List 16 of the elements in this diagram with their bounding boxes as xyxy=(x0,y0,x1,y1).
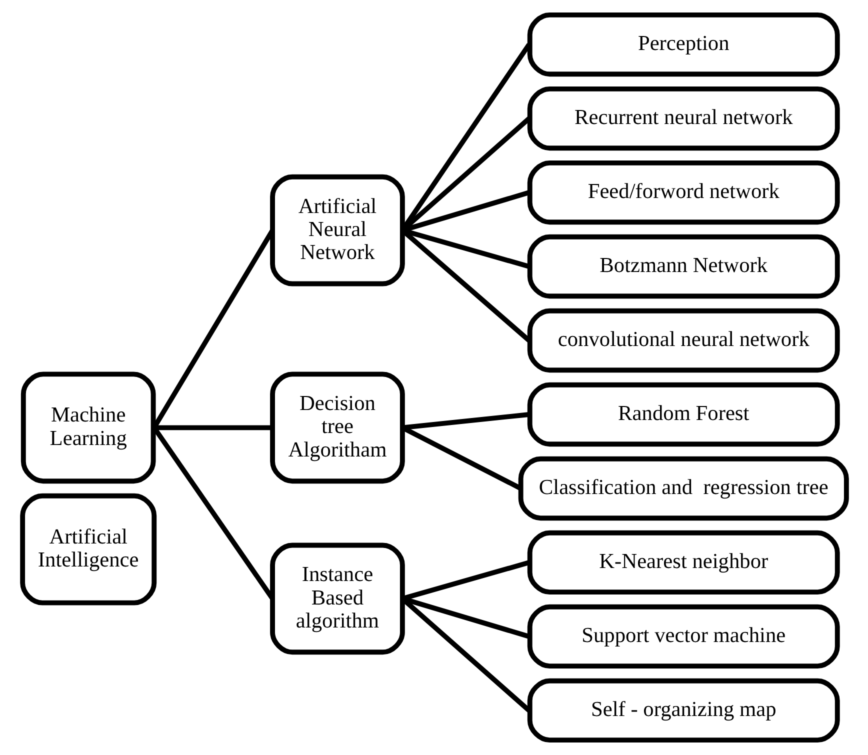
connector xyxy=(402,412,529,430)
node-box: Instance Based algorithm xyxy=(270,542,404,655)
node-box: Classification and regression tree xyxy=(518,456,848,521)
node-box: Self - organizing map xyxy=(526,678,840,743)
node-box: Artificial Intelligence xyxy=(20,493,156,606)
node-box: Machine Learning xyxy=(20,372,156,484)
node-box: Feed/forword network xyxy=(526,160,840,225)
node-box: K-Nearest neighbor xyxy=(526,530,840,595)
node-box: Recurrent neural network xyxy=(526,86,840,151)
node-box: Decision tree Algoritham xyxy=(270,372,404,484)
node-box: Artificial Neural Network xyxy=(270,174,404,286)
node-box: convolutional neural network xyxy=(526,308,840,373)
node-box: Support vector machine xyxy=(526,604,840,669)
node-box: Botzmann Network xyxy=(526,234,840,299)
node-box: Random Forest xyxy=(526,382,840,447)
node-box: Perception xyxy=(526,12,840,77)
